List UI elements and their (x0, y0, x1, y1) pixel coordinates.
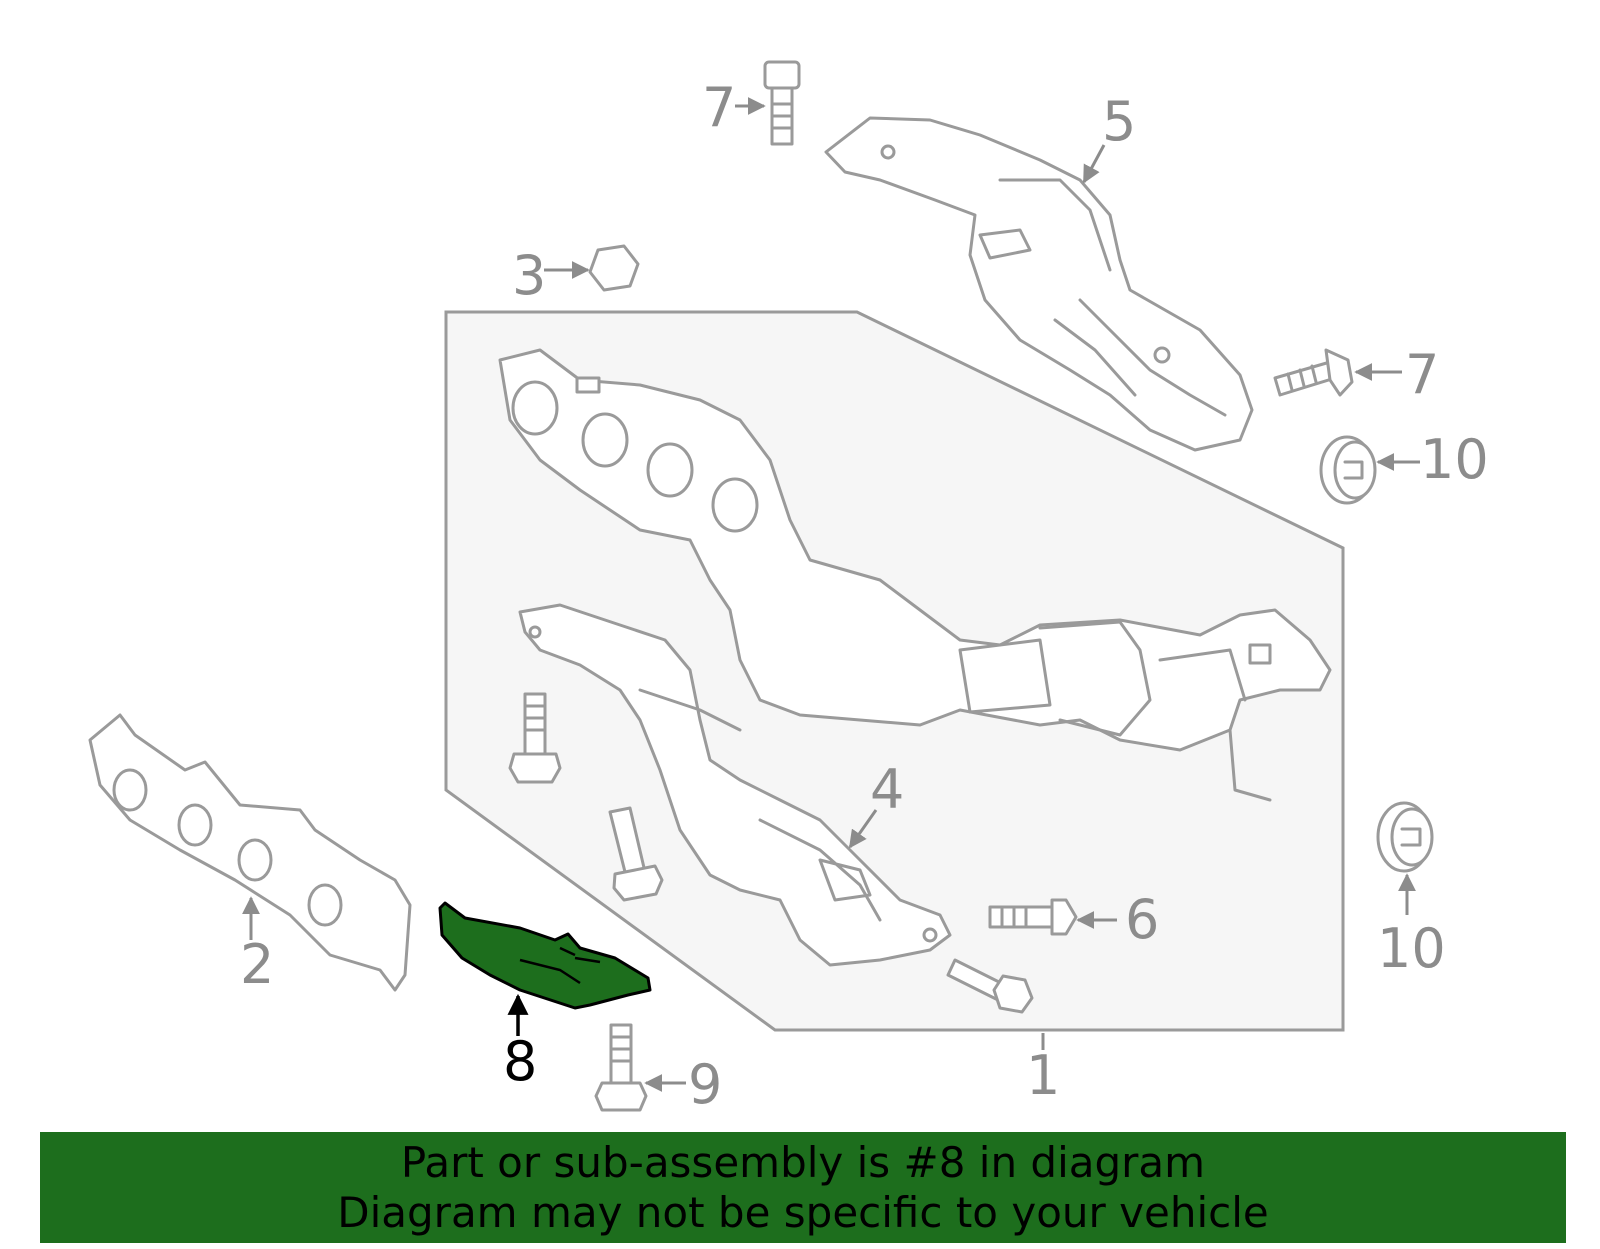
exhaust-manifold-converter-part (498, 348, 1332, 802)
bolt-part-7-right (1273, 348, 1354, 397)
callout-2: 2 (240, 933, 274, 996)
lower-heat-shield-part (518, 603, 952, 967)
banner-line-1: Part or sub-assembly is #8 in diagram (400, 1137, 1206, 1187)
heat-insulator-part-8-highlighted (438, 901, 652, 1010)
bolt-part-6 (988, 898, 1078, 936)
callout-9: 9 (688, 1053, 722, 1116)
callout-6: 6 (1125, 888, 1159, 951)
gasket-part-2 (88, 713, 412, 992)
banner-line-2: Diagram may not be specific to your vehi… (337, 1187, 1269, 1237)
callout-5: 5 (1102, 90, 1136, 153)
callout-7-right: 7 (1405, 343, 1439, 406)
callout-7-top: 7 (702, 76, 736, 139)
callout-10-top: 10 (1420, 428, 1489, 491)
stud-part-9 (594, 1023, 648, 1112)
callout-4: 4 (870, 758, 904, 821)
arrow-5 (1082, 144, 1106, 184)
stud-center (608, 806, 664, 902)
callout-10-bottom: 10 (1377, 917, 1446, 980)
stud-left (508, 692, 562, 784)
bolt-loose (946, 958, 1034, 1014)
rubber-hanger-part-10-bottom (1376, 801, 1434, 873)
callout-8-highlighted: 8 (503, 1030, 537, 1093)
callout-3: 3 (512, 244, 546, 307)
callout-1: 1 (1026, 1044, 1060, 1107)
arrow-4 (848, 809, 878, 849)
rubber-hanger-part-10-top (1319, 435, 1377, 505)
nut-part-3 (588, 244, 640, 292)
info-banner: Part or sub-assembly is #8 in diagram Di… (40, 1132, 1566, 1243)
upper-heat-shield-part (824, 116, 1254, 452)
bolt-part-7-top (763, 60, 801, 146)
